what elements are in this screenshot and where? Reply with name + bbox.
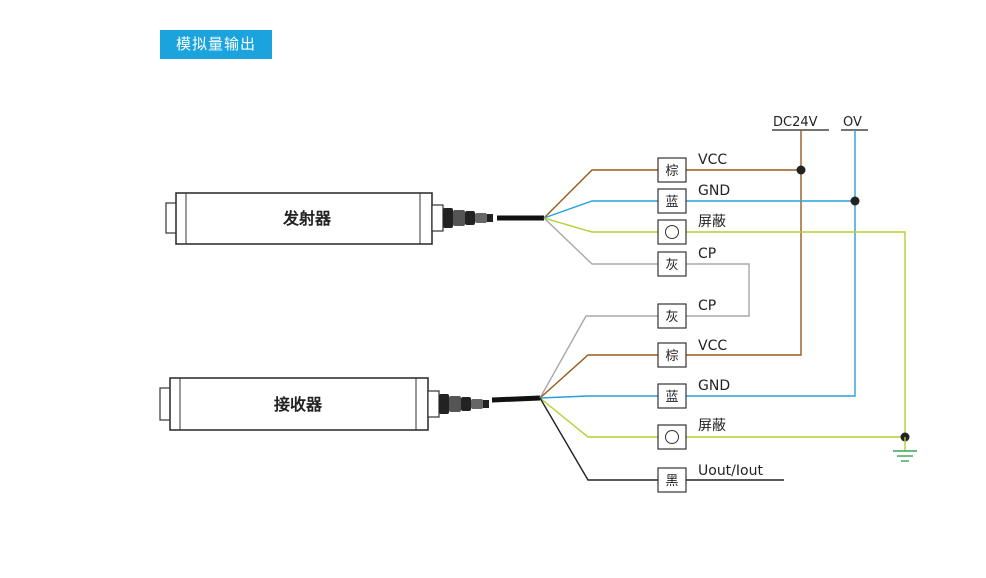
emitter-shield-wire	[543, 217, 658, 233]
receiver-collar	[427, 390, 440, 418]
emitter-body	[175, 192, 433, 245]
receiver-cp-wire	[539, 315, 658, 399]
wire-label: CP	[698, 298, 716, 314]
terminal-box-text: 蓝	[665, 390, 678, 405]
ov-rail-line	[686, 130, 856, 397]
emitter-vcc-wire	[543, 169, 658, 219]
emitter-device: 发射器	[165, 192, 544, 245]
emitter-connector	[443, 208, 493, 228]
emitter-terminals: 棕 蓝 灰	[657, 157, 687, 277]
power-rails: DC24V OV	[686, 115, 868, 397]
receiver-vcc-wire	[539, 354, 658, 399]
terminal-box-text: 蓝	[665, 195, 678, 210]
terminal-box-text: 灰	[665, 258, 678, 273]
emitter-gnd-wire	[543, 200, 658, 219]
page-title: 模拟量输出	[160, 30, 272, 59]
junction-dot	[850, 196, 860, 206]
terminal-box	[657, 342, 687, 368]
receiver-gnd-wire	[539, 395, 658, 399]
receiver-device: 接收器	[159, 377, 541, 431]
receiver-connector	[439, 394, 489, 414]
ground-icon	[893, 437, 917, 462]
wire-label: 屏蔽	[698, 418, 726, 434]
terminal-box-text: 棕	[665, 164, 678, 179]
emitter-label: 发射器	[282, 209, 332, 228]
wire-label: Uout/Iout	[698, 463, 763, 479]
shield-icon	[665, 430, 679, 444]
receiver-body	[169, 377, 429, 431]
wire-label: VCC	[698, 338, 727, 354]
dc24v-rail-line	[686, 130, 802, 356]
emitter-collar	[431, 204, 444, 232]
terminal-box-text: 棕	[665, 349, 678, 364]
emitter-wires	[543, 169, 906, 437]
receiver-label: 接收器	[274, 395, 323, 414]
receiver-output-wire	[539, 397, 658, 481]
terminal-box	[657, 251, 687, 277]
terminal-box-text: 灰	[665, 310, 678, 325]
receiver-wires	[539, 315, 905, 481]
wire-labels: VCC GND 屏蔽 CP CP VCC GND 屏蔽 Uout/Iout	[698, 152, 763, 479]
wire-label: GND	[698, 183, 730, 199]
wire-label: 屏蔽	[698, 214, 726, 230]
wire-label: CP	[698, 246, 716, 262]
wire-label: GND	[698, 378, 730, 394]
receiver-terminals: 灰 棕 蓝 黑	[657, 303, 687, 493]
ov-label: OV	[843, 115, 862, 130]
terminal-box-text: 黑	[665, 474, 678, 489]
emitter-shield-out	[686, 231, 906, 437]
cp-link-wire	[686, 263, 750, 317]
receiver-cable	[491, 395, 541, 403]
wire-label: VCC	[698, 152, 727, 168]
dc24v-label: DC24V	[773, 115, 818, 130]
terminal-box	[657, 303, 687, 329]
junction-dot	[796, 165, 806, 175]
terminal-box	[657, 467, 687, 493]
shield-icon	[665, 225, 679, 239]
terminal-box	[657, 157, 687, 183]
receiver-shield-wire	[539, 397, 658, 438]
terminal-box	[657, 188, 687, 214]
emitter-cp-wire	[543, 217, 658, 265]
terminal-box	[657, 383, 687, 409]
junction-dots	[796, 165, 910, 442]
